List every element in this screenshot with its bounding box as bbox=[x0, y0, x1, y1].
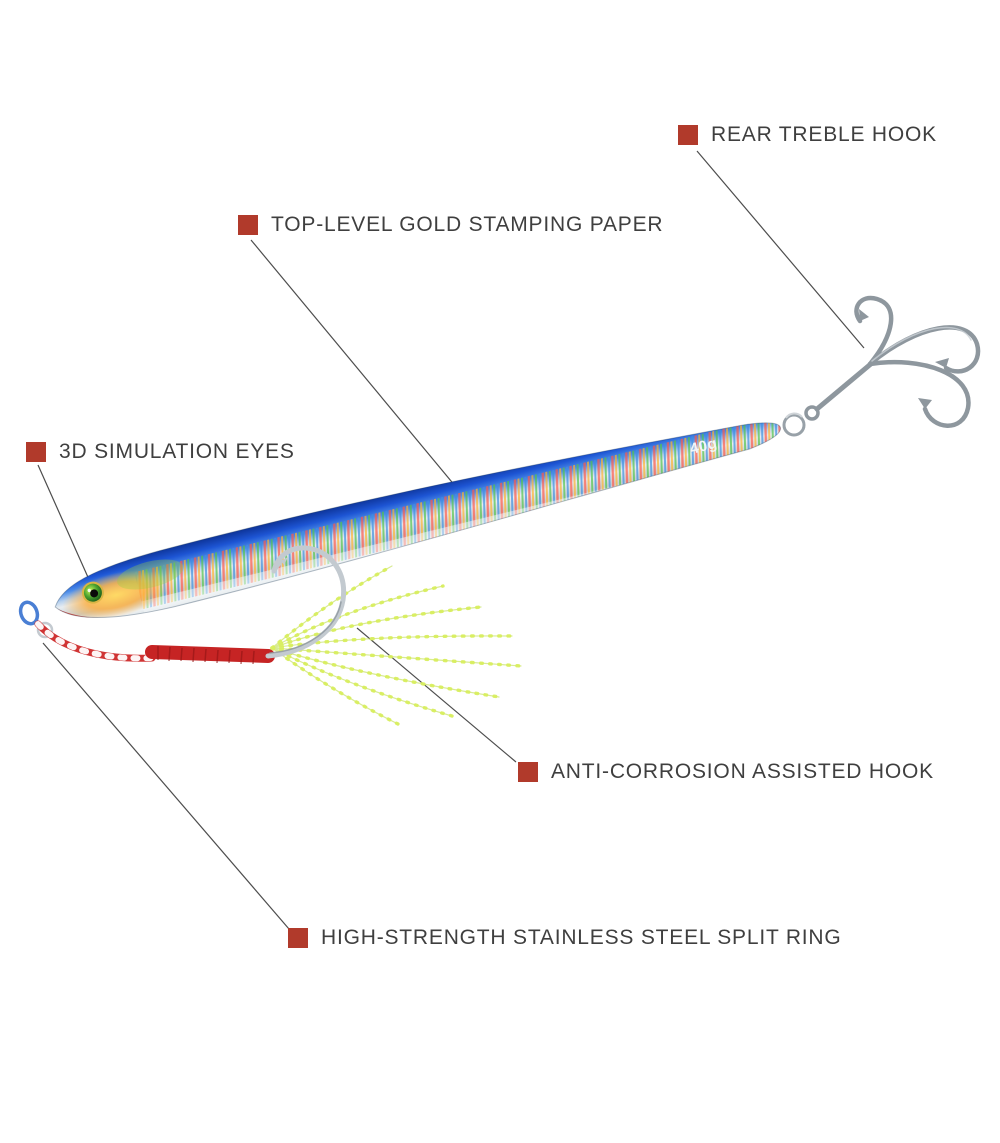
annotation-split-ring: HIGH-STRENGTH STAINLESS STEEL SPLIT RING bbox=[288, 927, 842, 948]
thread-wrap bbox=[145, 645, 275, 665]
annotation-label: TOP-LEVEL GOLD STAMPING PAPER bbox=[271, 213, 664, 236]
annotation-assisted-hook: ANTI-CORROSION ASSISTED HOOK bbox=[518, 761, 934, 782]
callout-line-assisted-hook bbox=[356, 627, 517, 763]
annotation-gold-stamping-paper: TOP-LEVEL GOLD STAMPING PAPER bbox=[238, 214, 663, 235]
assist-cord bbox=[34, 620, 156, 662]
callout-lines bbox=[37, 150, 865, 930]
annotation-label: REAR TREBLE HOOK bbox=[711, 123, 937, 146]
annotation-rear-treble-hook: REAR TREBLE HOOK bbox=[678, 124, 937, 145]
callout-line-gold-stamping-paper bbox=[250, 239, 457, 488]
red-square-marker bbox=[678, 124, 698, 145]
annotation-label: ANTI-CORROSION ASSISTED HOOK bbox=[551, 760, 934, 783]
annotation-simulation-eyes: 3D SIMULATION EYES bbox=[26, 441, 295, 462]
nose-ring bbox=[18, 600, 54, 639]
callout-line-rear-treble-hook bbox=[696, 150, 865, 349]
annotation-label: HIGH-STRENGTH STAINLESS STEEL SPLIT RING bbox=[321, 926, 842, 949]
rear-treble-hook-graphic bbox=[804, 295, 981, 428]
feather-skirt bbox=[270, 564, 523, 726]
callout-line-simulation-eyes bbox=[37, 464, 92, 585]
annotation-label: 3D SIMULATION EYES bbox=[59, 440, 295, 463]
lure-body: 40g bbox=[54, 414, 788, 624]
red-square-marker bbox=[238, 214, 258, 235]
red-square-marker bbox=[26, 441, 46, 462]
weight-marking: 40g bbox=[688, 435, 719, 458]
assist-hook-graphic bbox=[265, 545, 347, 659]
tail-split-ring bbox=[782, 412, 806, 437]
red-square-marker bbox=[288, 927, 308, 948]
red-square-marker bbox=[518, 761, 538, 782]
lure-eye bbox=[81, 581, 104, 604]
callout-line-split-ring bbox=[42, 642, 290, 930]
